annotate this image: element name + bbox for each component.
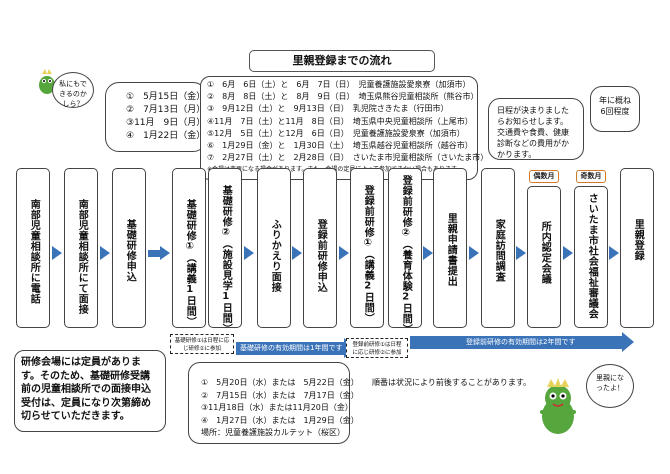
step-label: 基礎研修②（施設見学1日間） (220, 185, 232, 334)
dragon-mascot-icon (540, 378, 576, 434)
step-application: 里親申請書提出 (433, 168, 467, 328)
mascot-bottom-speech: 里親になったよ！ (586, 364, 634, 408)
step-basic-training-1: 基礎研修①（講義1日間） (172, 168, 206, 328)
schedule-row: ⑥ 1月29日（金）と 1月30日（土） 埼玉県越谷児童相談所（越谷市） (207, 141, 473, 151)
flow-arrow-icon (244, 246, 254, 260)
interview-date: ① 5月15日（金） (126, 92, 206, 102)
flow-arrow-icon (52, 246, 62, 260)
flow-arrow-icon (292, 246, 302, 260)
step-label: 南部児童相談所にて面接 (76, 199, 88, 315)
step-review-interview: ふりかえり面接 (257, 168, 291, 328)
step-label: 家庭訪問調査 (493, 219, 505, 282)
flow-arrow-icon (160, 246, 170, 260)
dragon-mascot-icon (39, 69, 55, 94)
step-pre-training-2: 登録前研修②（養育体験2日間） (388, 168, 422, 335)
bottom-location: 場所：児童養護施設カルテット（桜区） (201, 428, 345, 437)
schedule-row: ⑦ 2月27日（土）と 2月28日（日） さいたま市児童相談所（さいたま市） (207, 153, 489, 163)
bottom-date: ② 7月15日（水）または 7月17日（金） (201, 390, 359, 400)
pre-validity-arrowhead-icon (622, 332, 634, 352)
flow-arrow-icon (339, 246, 349, 260)
bottom-date: ④ 1月27日（水）または 1月29日（金） (201, 415, 359, 425)
bottom-date: ③11月18日（水）または11月20日（金） (201, 403, 353, 412)
mascot-bottom (534, 376, 582, 438)
schedule-row: ① 6月 6日（土）と 6月 7日（日） 児童養護施設愛泉寮（加須市） (207, 80, 471, 89)
step-label: 南部児童相談所に電話 (28, 199, 40, 304)
bottom-dates-bubble: ① 5月20日（水）または 5月22日（金） ② 7月15日（水）または 7月1… (188, 362, 359, 444)
mascot-top-speech: 私にもできるのかしら？ (52, 72, 94, 108)
step-label: 所内認定会議 (539, 221, 551, 284)
bottom-date: ① 5月20日（水）または 5月22日（金） (201, 378, 359, 387)
step-city-council: さいたま市社会福祉審議会 (574, 186, 608, 328)
step-registration: 里親登録 (620, 168, 654, 328)
step-label: 登録前研修申込 (315, 219, 327, 293)
cost-note-text: 日程が決まりましたらお知らせします。交通費や食費、健康診断などの費用がかかります… (497, 106, 569, 159)
schedule-row: ⑤12月 5日（土）と12月 6日（日） 児童養護施設愛泉寮（加須市） (207, 128, 465, 138)
step-basic-training-2: 基礎研修②（施設見学1日間） (208, 168, 242, 334)
step-label: ふりかえり面接 (269, 219, 281, 293)
flow-arrow-stem (148, 250, 160, 257)
flow-arrow-icon (609, 246, 619, 260)
step-phone-call: 南部児童相談所に電話 (16, 168, 50, 328)
interview-date: ② 7月13日（月） (126, 105, 206, 115)
step-label: 登録前研修②（養育体験2日間） (400, 175, 412, 335)
mascot-top-speech-text: 私にもできるのかしら？ (59, 80, 87, 108)
schedule-footnote: ※会場は変更になる場合があります。また、会場の定員によって参加できない場合もあり… (207, 164, 471, 176)
step-label: 里親登録 (632, 219, 644, 261)
step-interview: 南部児童相談所にて面接 (64, 168, 98, 328)
schedule-row: ④11月 7日（土）と11月 8日（日） 埼玉県中央児童相談所（上尾市） (207, 116, 473, 126)
basic-dashed-note: 基礎研修①は日程に応じ研修②に参加 (170, 334, 234, 354)
page-title: 里親登録までの流れ (249, 50, 435, 72)
flow-arrow-icon (100, 246, 110, 260)
schedule-row: ② 8月 8日（土）と 8月 9日（日） 埼玉県熊谷児童相談所（熊谷市） (207, 92, 479, 102)
mascot-top (36, 68, 58, 96)
frequency-bubble: 年に概ね6回程度 (590, 86, 640, 132)
step-label: 基礎研修申込 (124, 219, 136, 282)
bottom-left-note-text: 研修会場には定員があります。そのため、基礎研修受講前の児童相談所での面接申込受付… (21, 357, 151, 422)
mascot-bottom-speech-text: 里親になったよ！ (596, 374, 624, 392)
even-month-tag: 偶数月 (529, 170, 559, 183)
step-internal-meeting: 所内認定会議 (527, 186, 561, 328)
interview-dates-bubble: ① 5月15日（金） ② 7月13日（月） ③11月 9日（月） ④ 1月22日… (105, 82, 207, 152)
training-schedule-bubble: ① 6月 6日（土）と 6月 7日（日） 児童養護施設愛泉寮（加須市） ② 8月… (200, 76, 489, 180)
flow-arrow-icon (423, 246, 433, 260)
step-basic-apply: 基礎研修申込 (112, 168, 146, 328)
basic-validity-bar: 基礎研修の有効期間は1年間です (236, 342, 344, 355)
order-note: 順番は状況により前後することがあります。 (372, 378, 532, 387)
flow-arrow-icon (563, 246, 573, 260)
step-label: さいたま市社会福祉審議会 (586, 193, 598, 319)
step-label: 基礎研修①（講義1日間） (184, 199, 196, 327)
frequency-note-text: 年に概ね6回程度 (599, 96, 631, 116)
pre-validity-bar: 登録前研修の有効期間は2年間です (410, 336, 622, 349)
pre-dashed-note: 登録前研修①は日程に応じ研修②に参加 (346, 338, 408, 358)
schedule-row: ③ 9月12日（土）と 9月13日（日） 乳児院さきたま（行田市） (207, 104, 449, 114)
flow-arrow-icon (469, 246, 479, 260)
step-pre-apply: 登録前研修申込 (303, 168, 337, 328)
odd-month-tag: 奇数月 (576, 170, 606, 183)
interview-date: ④ 1月22日（金） (126, 131, 206, 141)
flow-arrow-icon (516, 246, 526, 260)
step-label: 登録前研修①（講義2日間） (362, 185, 374, 324)
step-pre-training-1: 登録前研修①（講義2日間） (350, 168, 384, 328)
step-label: 里親申請書提出 (445, 213, 457, 287)
step-home-visit: 家庭訪問調査 (481, 168, 515, 328)
cost-note-bubble: 日程が決まりましたらお知らせします。交通費や食費、健康診断などの費用がかかります… (488, 98, 584, 160)
bottom-left-note: 研修会場には定員があります。そのため、基礎研修受講前の児童相談所での面接申込受付… (14, 350, 166, 432)
interview-date: ③11月 9日（月） (126, 118, 206, 128)
